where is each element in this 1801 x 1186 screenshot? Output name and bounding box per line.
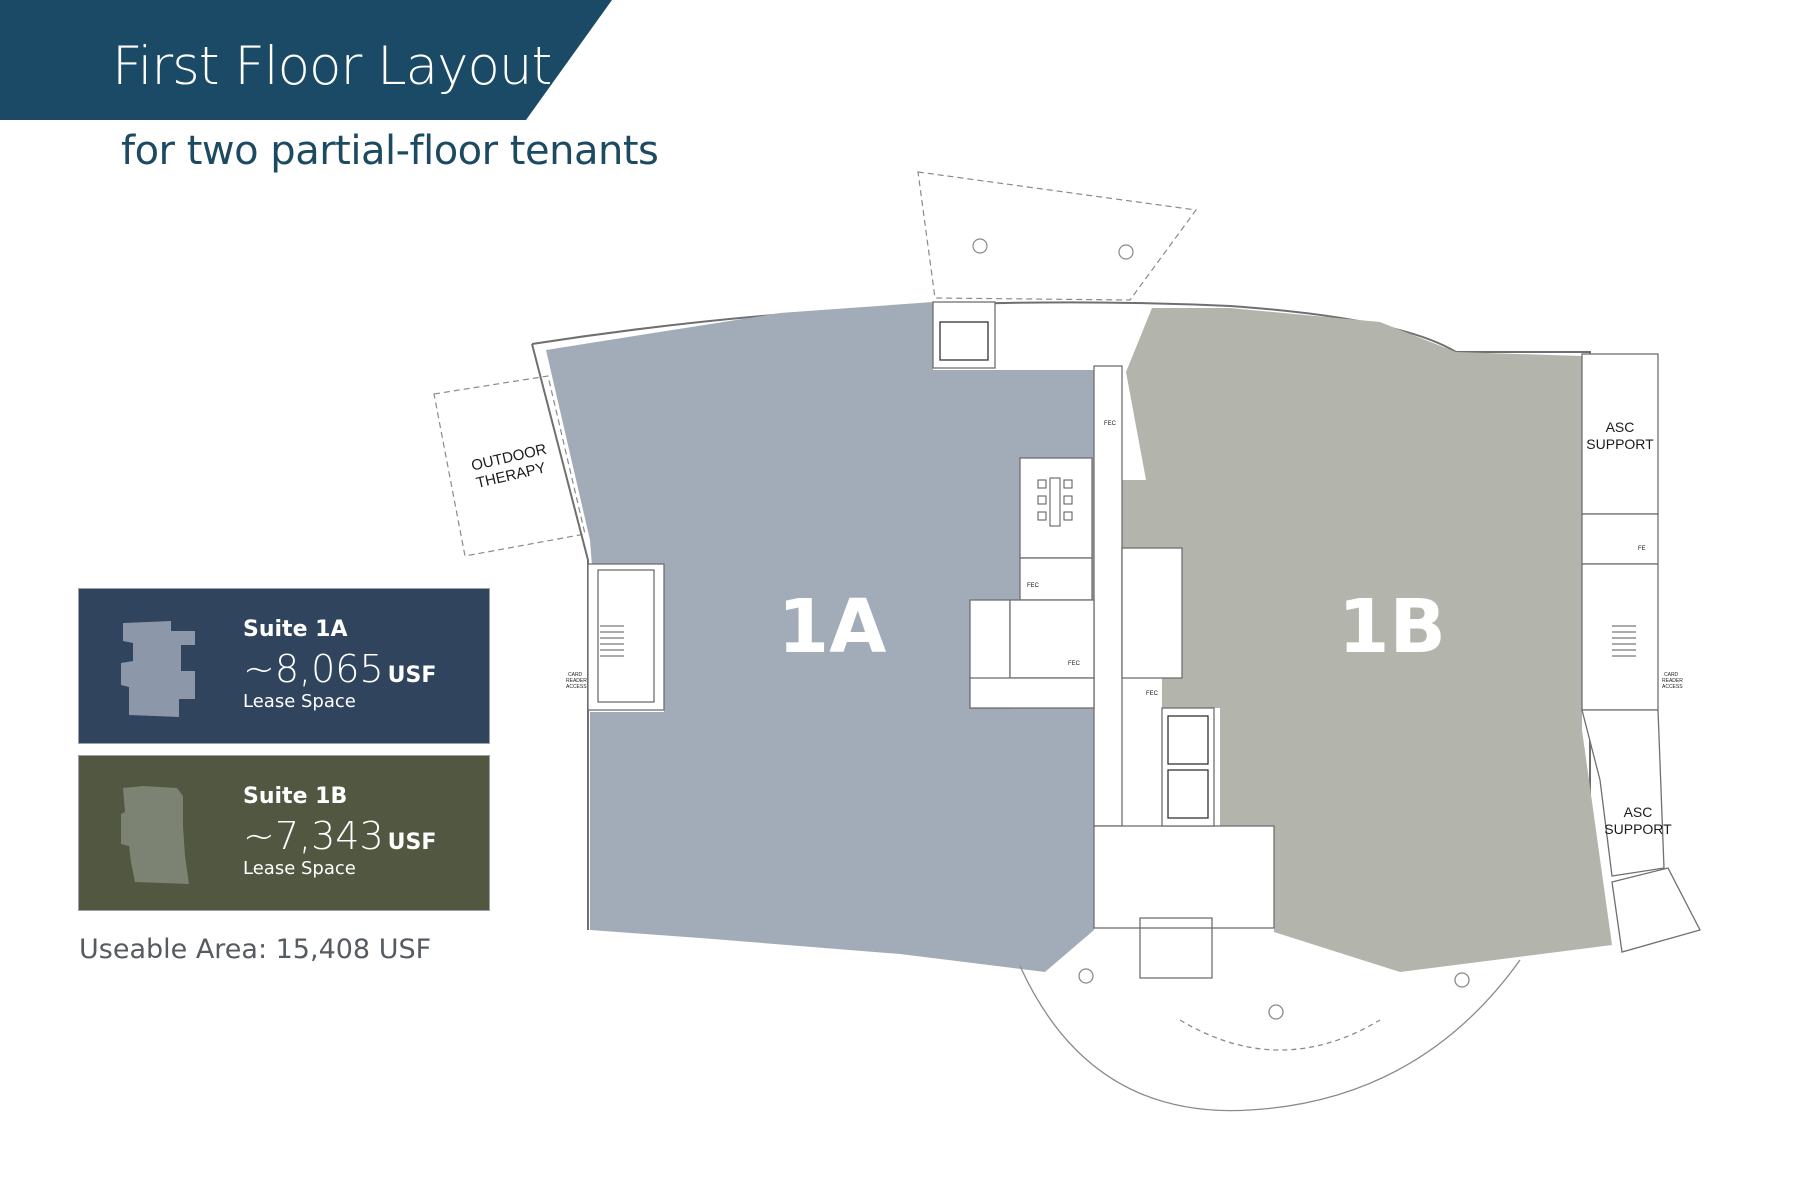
terrace-bottom [1019,959,1521,1112]
fe-label: FE [1638,546,1646,552]
card-reader-left-3: ACCESS [566,684,587,690]
suite-1b-name: Suite 1B [243,784,348,809]
suite-1b-subtitle: Lease Space [243,858,356,879]
suite-1b-plan-label: 1B [1338,584,1446,670]
central-corridor [1093,365,1275,979]
suite-1a-subtitle: Lease Space [243,691,356,712]
right-stair-treads [1612,625,1636,657]
top-core-box [932,301,996,369]
card-reader-right-1: CARD [1664,672,1679,678]
terrace-top [917,171,1198,301]
conference-rooms [969,457,1095,709]
suite-1a-plan-label: 1A [778,584,887,670]
suite-1a-floor [546,302,1094,972]
page-title: First Floor Layout [112,36,552,97]
left-stair [587,563,665,711]
card-reader-right-3: ACCESS [1662,684,1683,690]
card-reader-right-2: READER [1662,678,1683,684]
asc-support-bottom-label-1: ASC [1624,804,1653,820]
suite-1a-area: ~8,065 [243,647,384,691]
conference-table [1037,477,1073,527]
right-support-rooms [1581,353,1701,953]
asc-support-top-label-2: SUPPORT [1586,436,1654,452]
fec-label-3: FEC [1027,583,1040,589]
useable-area: Useable Area: 15,408 USF [79,934,432,965]
fec-label-1: FEC [1104,421,1117,427]
suite-1a-shape-icon [121,621,195,717]
suite-1b-shape-icon [121,786,189,884]
suite-1a-name: Suite 1A [243,617,348,642]
suite-1b-unit: USF [387,830,437,855]
left-stair-treads [600,625,624,657]
suite-1b-area: ~7,343 [243,814,384,858]
fec-label-4: FEC [1146,691,1159,697]
card-reader-left-1: CARD [568,672,583,678]
card-reader-left-2: READER [566,678,587,684]
fec-label-2: FEC [1068,661,1081,667]
suite-1b-floor [1118,308,1612,972]
restrooms-elevators [1121,547,1215,827]
asc-support-top-label-1: ASC [1606,419,1635,435]
page-subtitle: for two partial-floor tenants [121,128,659,174]
suite-1a-unit: USF [387,663,437,688]
asc-support-bottom-label-2: SUPPORT [1604,821,1672,837]
